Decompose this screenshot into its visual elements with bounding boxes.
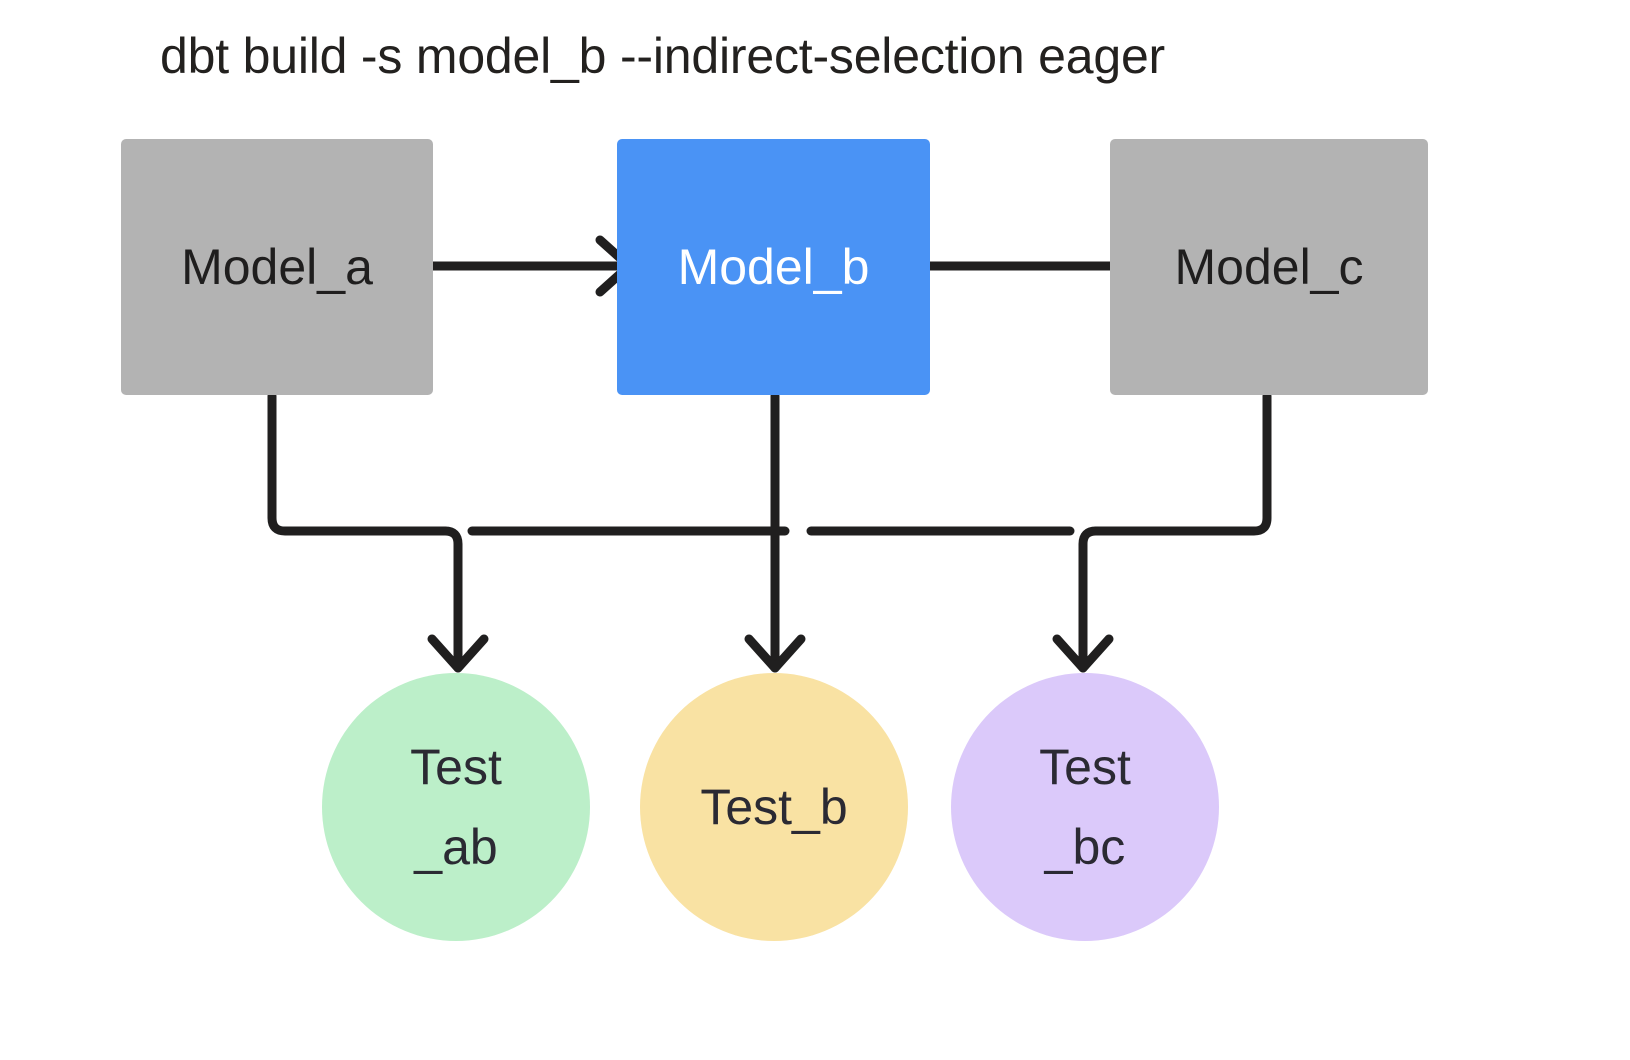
diagram-title: dbt build -s model_b --indirect-selectio…	[160, 28, 1166, 84]
node-model-a[interactable]: Model_a	[121, 139, 433, 395]
edge-model-a-to-test-ab	[267, 391, 450, 536]
node-test-ab[interactable]: Test _ab	[322, 673, 590, 941]
edge-model-a-to-model-b	[428, 235, 634, 297]
edge-model-c-to-test-bc	[1091, 391, 1272, 536]
edge-branch-to-test-ab	[427, 526, 489, 673]
edge-branch-to-test-bc	[1052, 526, 1114, 673]
node-test-bc[interactable]: Test _bc	[951, 673, 1219, 941]
node-test-b[interactable]: Test_b	[640, 673, 908, 941]
node-test-ab-label: Test _ab	[410, 739, 502, 875]
edge-model-b-to-test-b	[744, 391, 806, 673]
node-model-b-label: Model_b	[677, 239, 870, 295]
node-model-c-label: Model_c	[1174, 239, 1364, 295]
node-test-bc-label: Test _bc	[1039, 739, 1131, 875]
node-model-b[interactable]: Model_b	[617, 139, 930, 395]
node-test-b-label: Test_b	[700, 779, 848, 835]
node-model-a-label: Model_a	[181, 239, 373, 295]
node-model-c[interactable]: Model_c	[1110, 139, 1428, 395]
